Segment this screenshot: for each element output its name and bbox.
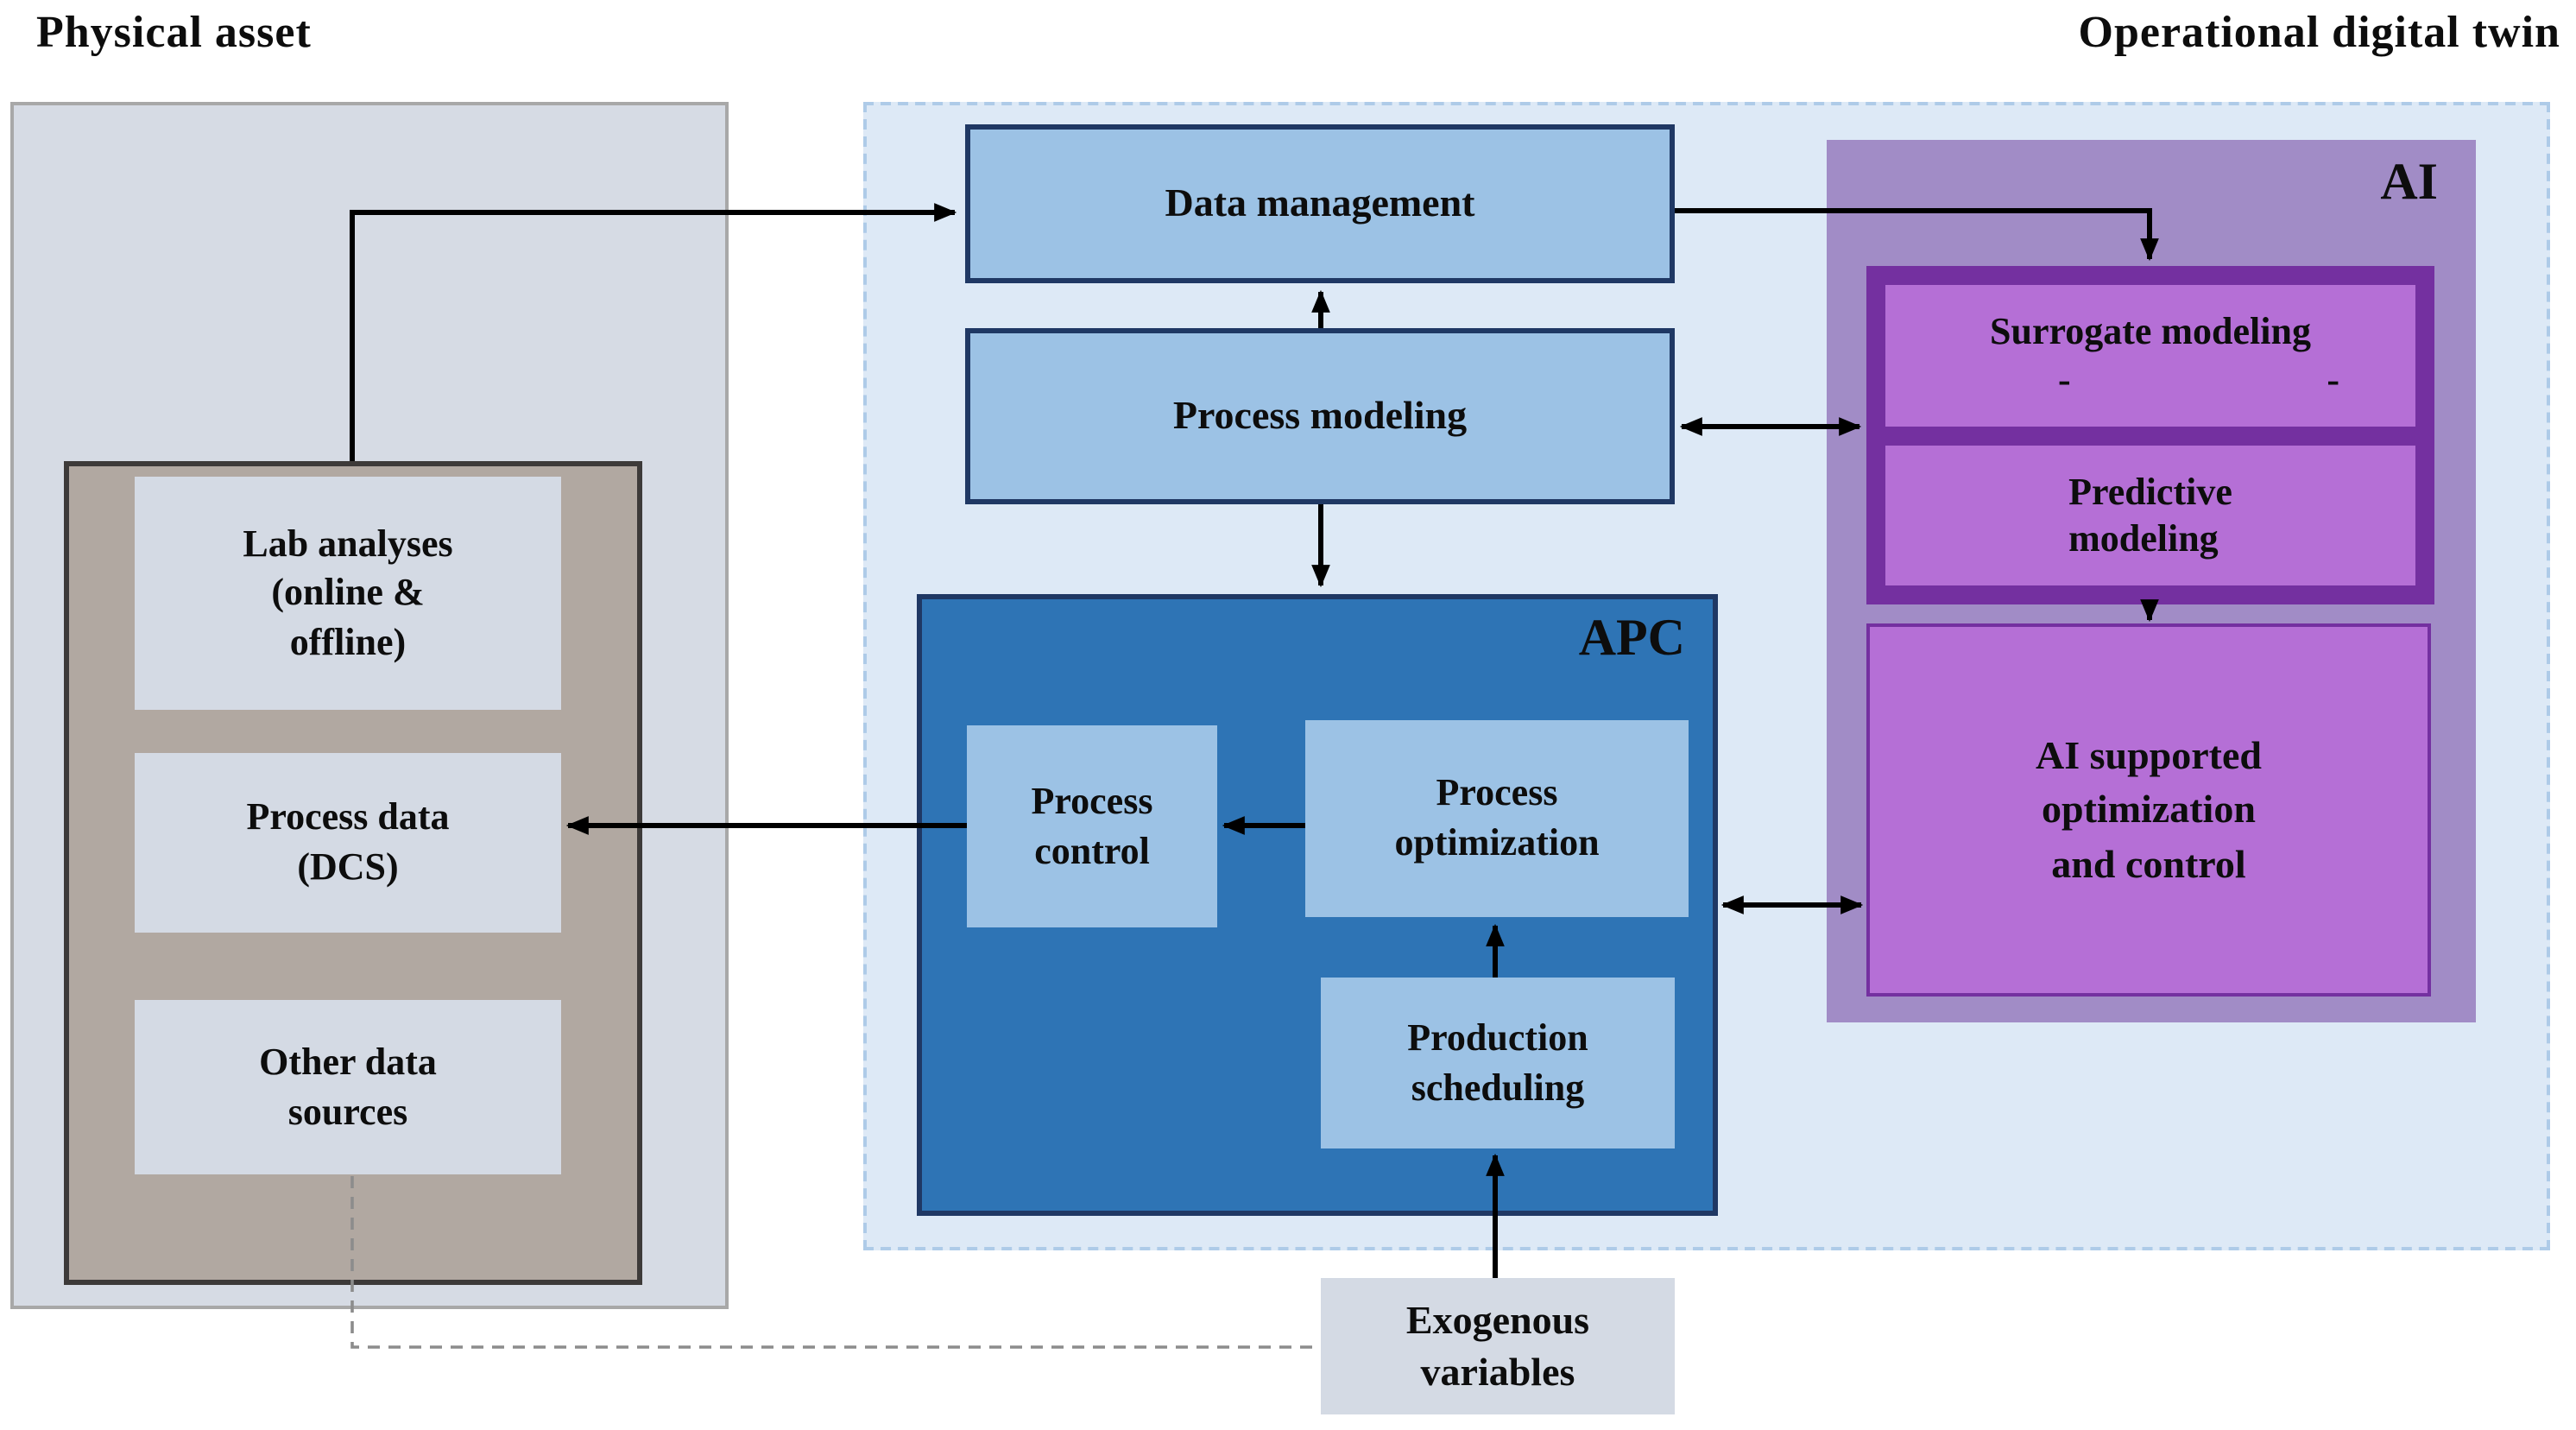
process-optimization-box: Process optimization (1305, 720, 1689, 917)
data-management-box: Data management (965, 124, 1675, 283)
apc-label: APC (1578, 610, 1685, 667)
process-data-dcs-box: Process data (DCS) (135, 753, 561, 933)
physical-asset-title: Physical asset (36, 7, 312, 57)
process-control-box: Process control (967, 725, 1217, 927)
digital-twin-title: Operational digital twin (2078, 7, 2560, 57)
surrogate-predictive-group: Surrogate modeling - - Predictive modeli… (1866, 266, 2434, 604)
surrogate-modeling-label: Surrogate modeling (1990, 309, 2311, 353)
predictive-modeling-box: Predictive modeling (1885, 445, 2415, 585)
lab-analyses-box: Lab analyses (online & offline) (135, 477, 561, 710)
surrogate-modeling-box: Surrogate modeling - - (1885, 285, 2415, 426)
surrogate-dash-right: - (2327, 357, 2339, 401)
process-modeling-box: Process modeling (965, 328, 1675, 504)
other-data-sources-box: Other data sources (135, 1000, 561, 1174)
ai-supported-optimization-box: AI supported optimization and control (1866, 623, 2431, 997)
ai-label: AI (2380, 154, 2438, 211)
production-scheduling-box: Production scheduling (1321, 978, 1675, 1148)
surrogate-dash-row: - - (1885, 356, 2415, 403)
surrogate-dash-left: - (2058, 357, 2071, 401)
exogenous-variables-box: Exogenous variables (1321, 1278, 1675, 1414)
